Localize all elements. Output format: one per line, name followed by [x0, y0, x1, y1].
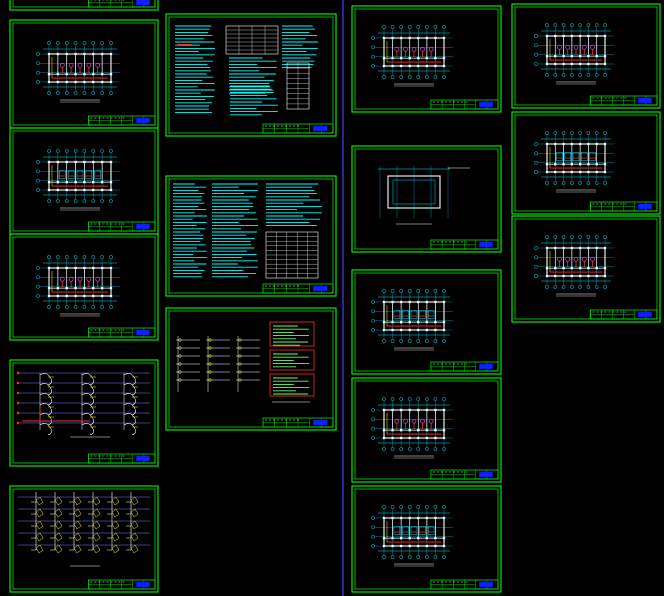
- sheet-legend[interactable]: [165, 307, 337, 431]
- sheet-left-system-diagram[interactable]: [9, 359, 159, 467]
- sheet-design-notes[interactable]: [165, 13, 337, 137]
- sheet-layer: [9, 0, 661, 596]
- sheet-right-b-2[interactable]: [511, 111, 661, 215]
- sheet-top-strip[interactable]: [9, 0, 159, 11]
- sheet-right-a-2[interactable]: [351, 145, 502, 253]
- sheet-left-plan-3[interactable]: [9, 233, 159, 341]
- sheet-left-plan-1[interactable]: [9, 19, 159, 129]
- sheet-right-a-3[interactable]: [351, 269, 502, 375]
- sheet-left-riser-diagram[interactable]: [9, 485, 159, 593]
- sheet-equipment-notes[interactable]: [165, 175, 337, 297]
- sheet-right-a-5[interactable]: [351, 485, 502, 593]
- sheet-right-a-4[interactable]: [351, 377, 502, 483]
- sheet-right-a-1[interactable]: [351, 5, 502, 113]
- sheet-right-b-1[interactable]: [511, 3, 661, 109]
- sheet-right-b-3[interactable]: [511, 215, 661, 323]
